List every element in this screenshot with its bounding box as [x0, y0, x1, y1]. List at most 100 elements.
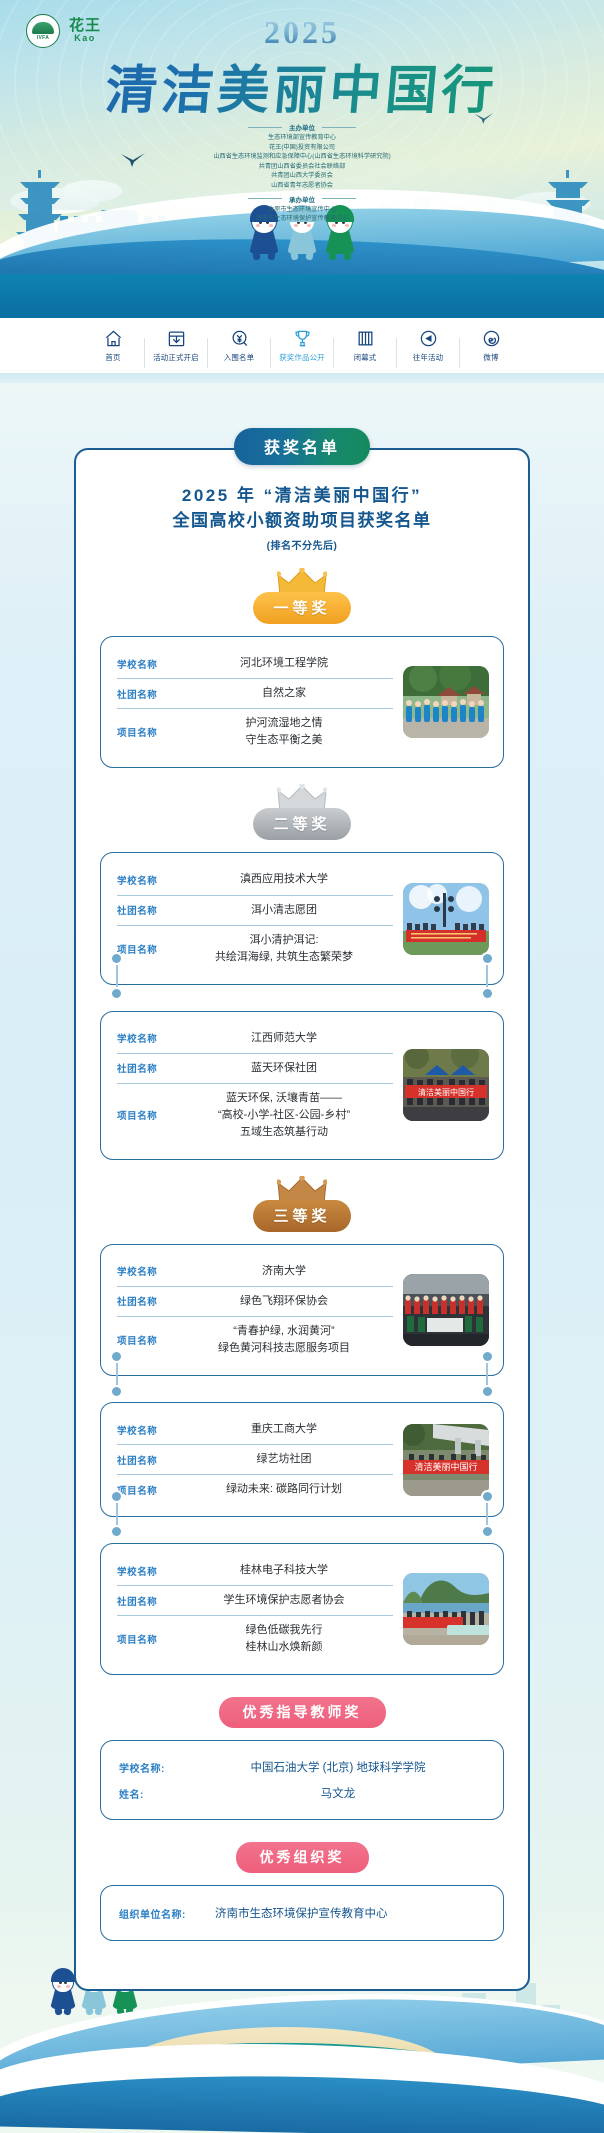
weibo-icon — [482, 329, 501, 348]
group-photo-indoor-red — [403, 1273, 489, 1346]
field-label-school: 学校名称 — [117, 875, 158, 887]
field-value-club: 绿色飞翔环保协会 — [240, 1294, 328, 1307]
field-value-club: 自然之家 — [262, 687, 306, 700]
mascot-cyan — [284, 205, 320, 261]
field-label-school: 学校名称 — [117, 1425, 158, 1437]
field-school: 学校名称 滇西应用技术大学 — [117, 865, 393, 894]
teacher-name-label: 姓名: — [119, 1789, 144, 1801]
entry-fields: 学校名称 河北环境工程学院 社团名称 自然之家 项目名称 护河流湿地之情 守生态… — [117, 649, 393, 755]
banner-year: 2025 — [0, 14, 604, 51]
entry-card: 学校名称 重庆工商大学 社团名称 绿艺坊社团 项目名称 绿动未来: 碳路同行计划 — [100, 1402, 504, 1518]
field-value-project: 绿色低碳我先行 桂林山水焕新颜 — [245, 1624, 323, 1654]
field-value-club: 学生环境保护志愿者协会 — [223, 1594, 345, 1607]
field-value-club: 洱小清志愿团 — [251, 903, 317, 916]
teacher-name-row: 姓名: 马文龙 — [119, 1780, 485, 1806]
mascot-group — [0, 205, 604, 261]
nav-item-past-activities[interactable]: 往年活动 — [395, 329, 460, 368]
field-value-project: 绿动未来: 碳路同行计划 — [225, 1483, 343, 1496]
host-line: 山西省生态环境监测和应急保障中心(山西省生态环境科学研究院) — [213, 153, 391, 161]
support-label-row: 承办单位 — [0, 194, 604, 204]
field-club: 社团名称 绿色飞翔环保协会 — [117, 1285, 393, 1316]
teacher-school-label: 学校名称: — [119, 1763, 165, 1775]
field-project: 项目名称 蓝天环保, 沃壤青苗—— “高校-小学-社区-公园-乡村” 五域生态筑… — [117, 1082, 393, 1147]
entry-card: 学校名称 江西师范大学 社团名称 蓝天环保社团 项目名称 蓝天环保, 沃壤青苗—… — [100, 1010, 504, 1160]
crown-icon — [277, 784, 327, 812]
nav-item-home[interactable]: 首页 — [82, 329, 145, 363]
ivfa-emblem-icon: IVFA — [26, 14, 60, 48]
org-unit-label: 组织单位名称: — [119, 1909, 186, 1921]
card-title-subnote: (排名不分先后) — [266, 541, 338, 553]
field-value-school: 河北环境工程学院 — [240, 657, 328, 670]
field-school: 学校名称 济南大学 — [117, 1257, 393, 1286]
field-value-school: 重庆工商大学 — [251, 1423, 317, 1436]
nav-item-weibo[interactable]: 微博 — [458, 329, 523, 368]
field-label-club: 社团名称 — [117, 1455, 158, 1467]
nav-item-closing-ceremony[interactable]: 闭幕式 — [332, 329, 397, 368]
mascot-blue — [48, 1968, 78, 2016]
group-photo-guilin-river — [403, 1573, 489, 1646]
field-project: 项目名称 “青春护绿, 水润黄河” 绿色黄河科技志愿服务项目 — [117, 1315, 393, 1363]
field-value-club: 绿艺坊社团 — [256, 1453, 312, 1466]
entry-card: 学校名称 滇西应用技术大学 社团名称 洱小清志愿团 项目名称 洱小清护洱记: 共… — [100, 852, 504, 985]
nav-item-activity-launch[interactable]: 活动正式开启 — [143, 329, 208, 368]
nav-label: 往年活动 — [412, 352, 444, 362]
support-label: 承办单位 — [289, 196, 315, 204]
support-line: 太原市生态环境宣传中心 — [267, 205, 337, 213]
field-label-school: 学校名称 — [117, 1566, 158, 1578]
field-project: 项目名称 绿色低碳我先行 桂林山水焕新颜 — [117, 1615, 393, 1662]
award-header-second-prize: 二等奖 — [232, 784, 372, 841]
entry-card: 学校名称 济南大学 社团名称 绿色飞翔环保协会 项目名称 “青春护绿, 水润黄河… — [100, 1243, 504, 1377]
field-school: 学校名称 江西师范大学 — [117, 1024, 393, 1053]
nav-label: 首页 — [105, 352, 121, 362]
coin-globe-icon — [230, 329, 249, 348]
organizer-block: 主办单位 生态环境部宣传教育中心 花王(中国)投资有限公司 山西省生态环境监测和… — [0, 122, 604, 224]
group-photo-lake-banner — [403, 882, 489, 955]
entry-connector — [112, 1351, 492, 1396]
svg-text:清洁美丽中国行: 清洁美丽中国行 — [414, 1461, 477, 1472]
wave-deep-blue — [0, 274, 604, 318]
entry-photo: 清洁美丽中国行 — [403, 1423, 489, 1496]
field-club: 社团名称 蓝天环保社团 — [117, 1052, 393, 1083]
nav-label: 活动正式开启 — [153, 352, 199, 362]
curtain-icon — [356, 329, 375, 348]
entry-fields: 学校名称 桂林电子科技大学 社团名称 学生环境保护志愿者协会 项目名称 绿色低碳… — [117, 1556, 393, 1662]
entry-photo — [403, 882, 489, 955]
teacher-school-value: 中国石油大学 (北京) 地球科学学院 — [250, 1762, 426, 1775]
field-school: 学校名称 桂林电子科技大学 — [117, 1556, 393, 1585]
logo-group: IVFA 花王 Kao — [26, 14, 101, 48]
teacher-school-row: 学校名称: 中国石油大学 (北京) 地球科学学院 — [119, 1754, 485, 1780]
field-club: 社团名称 学生环境保护志愿者协会 — [117, 1585, 393, 1615]
host-line: 生态环境部宣传教育中心 — [267, 134, 337, 141]
field-value-school: 济南大学 — [262, 1264, 306, 1277]
group-photo-bridge-banner: 清洁美丽中国行 — [403, 1423, 489, 1496]
teacher-name-value: 马文龙 — [320, 1788, 356, 1801]
entry-card: 学校名称 河北环境工程学院 社团名称 自然之家 项目名称 护河流湿地之情 守生态… — [100, 636, 504, 769]
entries-second-prize: 学校名称 滇西应用技术大学 社团名称 洱小清志愿团 项目名称 洱小清护洱记: 共… — [76, 852, 528, 1160]
field-project: 项目名称 绿动未来: 碳路同行计划 — [117, 1474, 393, 1504]
field-club: 社团名称 自然之家 — [117, 678, 393, 708]
nav-item-winning-works[interactable]: 获奖作品公开 — [269, 329, 334, 368]
nav-label: 微博 — [483, 352, 499, 362]
host-label: 主办单位 — [289, 125, 315, 132]
field-club: 社团名称 绿艺坊社团 — [117, 1444, 393, 1474]
field-label-project: 项目名称 — [117, 1111, 158, 1123]
award-header-first-prize: 一等奖 — [232, 568, 372, 625]
header-banner: IVFA 花王 Kao 2025 清洁美丽中国行 主办单位 生态环境部宣传教育中… — [0, 0, 604, 318]
kao-logo-cn: 花王 — [69, 16, 102, 34]
field-value-project: 洱小清护洱记: 共绘洱海绿, 共筑生态繁荣梦 — [214, 933, 354, 963]
host-line: 共青团山西大学委员会 — [271, 172, 333, 180]
emblem-text: IVFA — [36, 34, 50, 41]
field-label-school: 学校名称 — [117, 1267, 158, 1279]
org-unit-row: 组织单位名称: 济南市生态环境保护宣传教育中心 — [119, 1900, 485, 1926]
nav-item-shortlist[interactable]: 入围名单 — [206, 329, 271, 368]
play-circle-icon — [419, 329, 438, 348]
teacher-award-card: 学校名称: 中国石油大学 (北京) 地球科学学院 姓名: 马文龙 — [100, 1740, 504, 1821]
crown-icon — [277, 568, 327, 596]
crown-icon — [277, 1175, 327, 1204]
main-nav: 首页 活动正式开启 入围名单 — [0, 318, 604, 373]
support-line: 济南市生态环境保护宣传教育中心 — [255, 215, 349, 223]
kao-logo-en: Kao — [74, 32, 96, 43]
calendar-icon — [167, 329, 186, 348]
field-value-project: “青春护绿, 水润黄河” 绿色黄河科技志愿服务项目 — [218, 1324, 350, 1355]
card-title-block: 2025 年 “清洁美丽中国行” 全国高校小额资助项目获奖名单 (排名不分先后) — [76, 484, 528, 552]
